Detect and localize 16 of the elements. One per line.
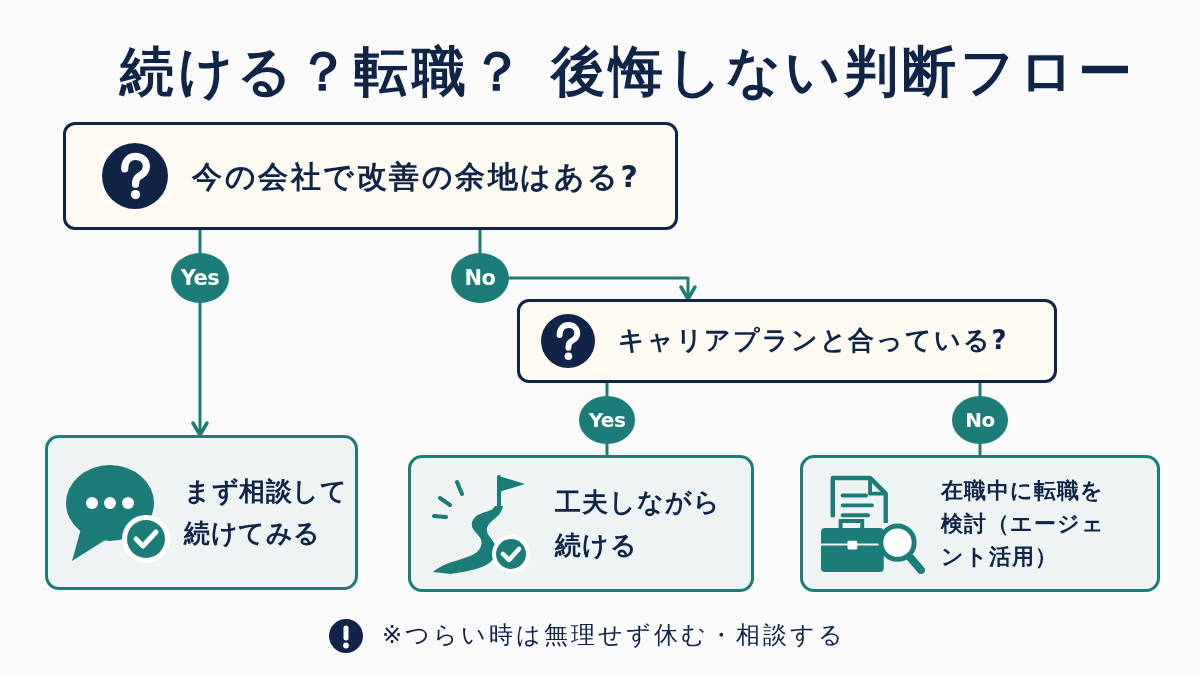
result-box [408,455,754,592]
edge-label: No [952,396,1008,444]
node-text: まず相談して続けてみる [184,474,347,550]
edge-label: Yes [579,396,635,444]
edge-label: Yes [171,253,229,303]
title: 続ける？転職？ 後悔しない判断フロー [120,40,1136,105]
node-text: 工夫しながら続ける [555,485,722,562]
result-box [45,435,358,590]
node-text: キャリアプランと合っている? [618,324,1009,358]
note-text: ※つらい時は無理せず休む・相談する [382,620,847,652]
node-text: 今の会社で改善の余地はある? [192,157,641,196]
decision-box [517,299,1057,383]
result-box [800,455,1160,592]
node-text: 在職中に転職を検討（エージェント活用） [941,477,1106,571]
edge-label: No [451,253,509,303]
decision-box [63,122,678,230]
